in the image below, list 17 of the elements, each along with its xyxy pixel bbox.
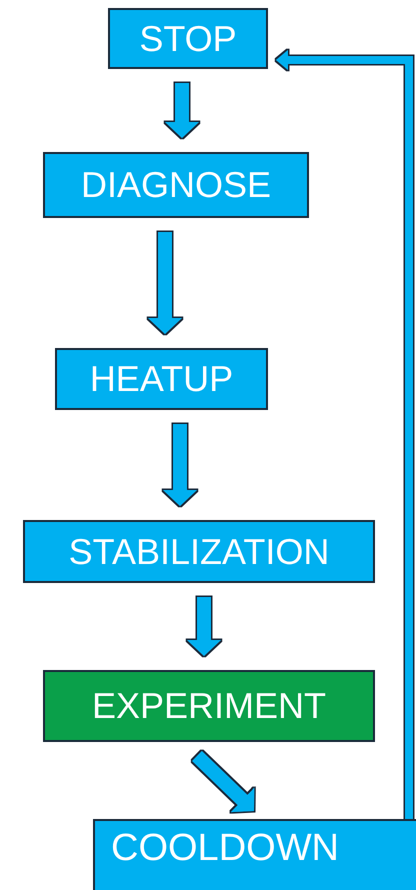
step-label: STOP [139,18,237,60]
step-label: HEATUP [90,358,234,400]
process-box [43,670,375,742]
process-box [23,520,375,583]
block-arrow [187,597,221,656]
step-label: EXPERIMENT [92,685,326,727]
block-arrow [163,424,197,506]
process-box [108,8,268,69]
process-box [43,152,309,218]
process-box [93,819,416,890]
block-arrow [148,232,182,334]
block-arrow [165,83,199,138]
block-arrow [276,50,413,819]
process-box [55,348,268,410]
step-label: COOLDOWN [111,827,339,870]
step-label: STABILIZATION [68,530,330,572]
step-label: DIAGNOSE [80,164,272,206]
